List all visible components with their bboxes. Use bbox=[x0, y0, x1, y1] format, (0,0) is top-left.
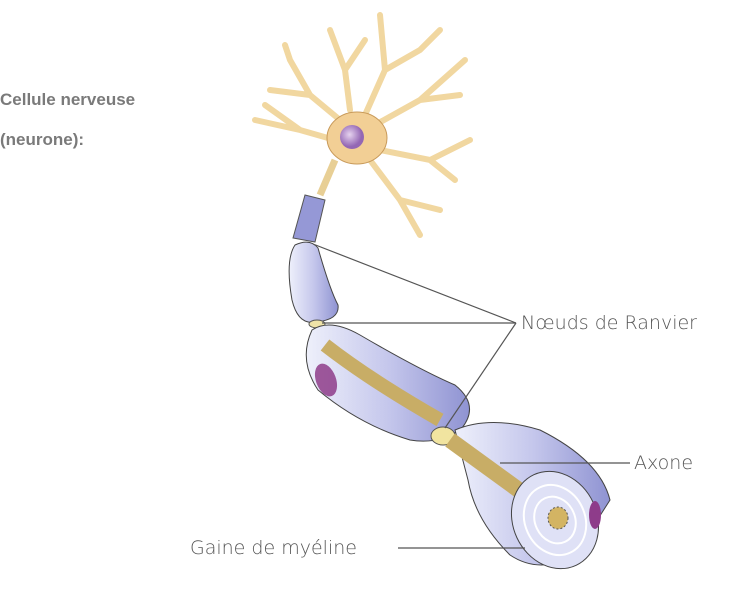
schwann-nucleus bbox=[314, 363, 338, 397]
schwann-nucleus-2 bbox=[589, 501, 601, 529]
nucleus bbox=[340, 125, 364, 149]
label-myelin-sheath: Gaine de myéline bbox=[190, 537, 357, 559]
myelin-segment-1 bbox=[292, 194, 326, 243]
axon-cross-section bbox=[547, 506, 569, 530]
axon-hillock bbox=[316, 158, 339, 197]
diagram-title-line1: Cellule nerveuse bbox=[0, 90, 136, 109]
myelin-segment-2 bbox=[288, 241, 339, 323]
label-axon: Axone bbox=[634, 452, 694, 474]
axon-inside-segment bbox=[320, 339, 444, 427]
label-nodes-of-ranvier: Nœuds de Ranvier bbox=[521, 312, 697, 334]
dendrites bbox=[252, 12, 473, 238]
diagram-title-line2: (neurone): bbox=[0, 130, 85, 149]
leader-lines bbox=[312, 243, 630, 549]
